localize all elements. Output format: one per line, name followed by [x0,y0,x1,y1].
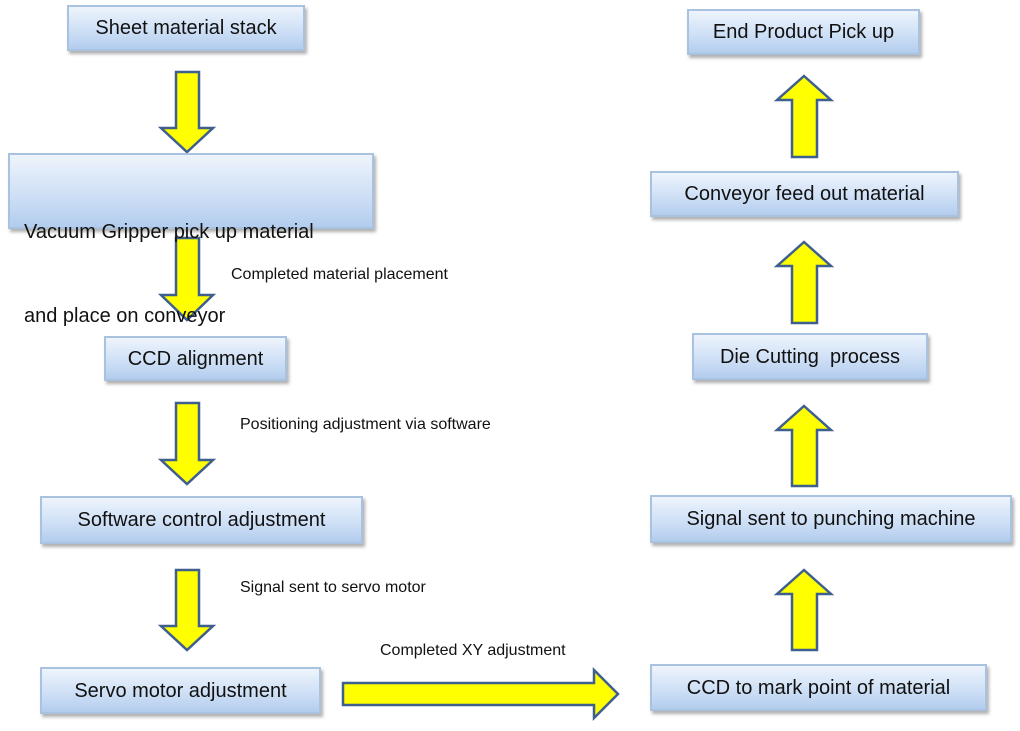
up-arrow-2 [773,404,835,488]
step-label: Signal sent to punching machine [686,508,976,530]
label-signal-servo-motor: Signal sent to servo motor [240,579,426,596]
step-label: CCD to mark point of material [686,676,951,699]
step-conveyor-feed-out: Conveyor feed out material [650,171,959,217]
step-label: CCD alignment [127,347,264,370]
step-vacuum-gripper: Vacuum Gripper pick up material and plac… [8,153,374,327]
label-completed-xy-adjustment: Completed XY adjustment [380,642,566,659]
down-arrow-2 [157,236,217,322]
step-label: Sheet material stack [95,17,277,39]
step-label-line1: Vacuum Gripper pick up material [24,221,314,243]
down-arrow-1 [157,70,217,154]
step-label: Servo motor adjustment [74,679,287,702]
step-label: Software control adjustment [77,509,326,531]
right-arrow [341,666,620,722]
step-ccd-mark-point: CCD to mark point of material [650,664,987,711]
step-software-control-adjustment: Software control adjustment [40,496,363,544]
up-arrow-4 [773,74,835,159]
step-ccd-alignment: CCD alignment [104,336,287,381]
up-arrow-1 [773,568,835,652]
label-positioning-adjustment: Positioning adjustment via software [240,416,491,433]
up-arrow-3 [773,240,835,325]
label-completed-material-placement: Completed material placement [231,266,448,283]
step-end-product-pick-up: End Product Pick up [687,9,920,55]
step-sheet-material-stack: Sheet material stack [67,5,305,51]
down-arrow-3 [157,401,217,486]
step-servo-motor-adjustment: Servo motor adjustment [40,667,321,714]
step-label: End Product Pick up [712,21,895,43]
step-label: Conveyor feed out material [684,183,925,205]
step-die-cutting-process: Die Cutting process [692,333,928,380]
step-signal-punching-machine: Signal sent to punching machine [650,495,1012,543]
step-label-line2: and place on conveyor [24,305,226,327]
down-arrow-4 [157,568,217,652]
step-label: Die Cutting process [719,345,901,368]
